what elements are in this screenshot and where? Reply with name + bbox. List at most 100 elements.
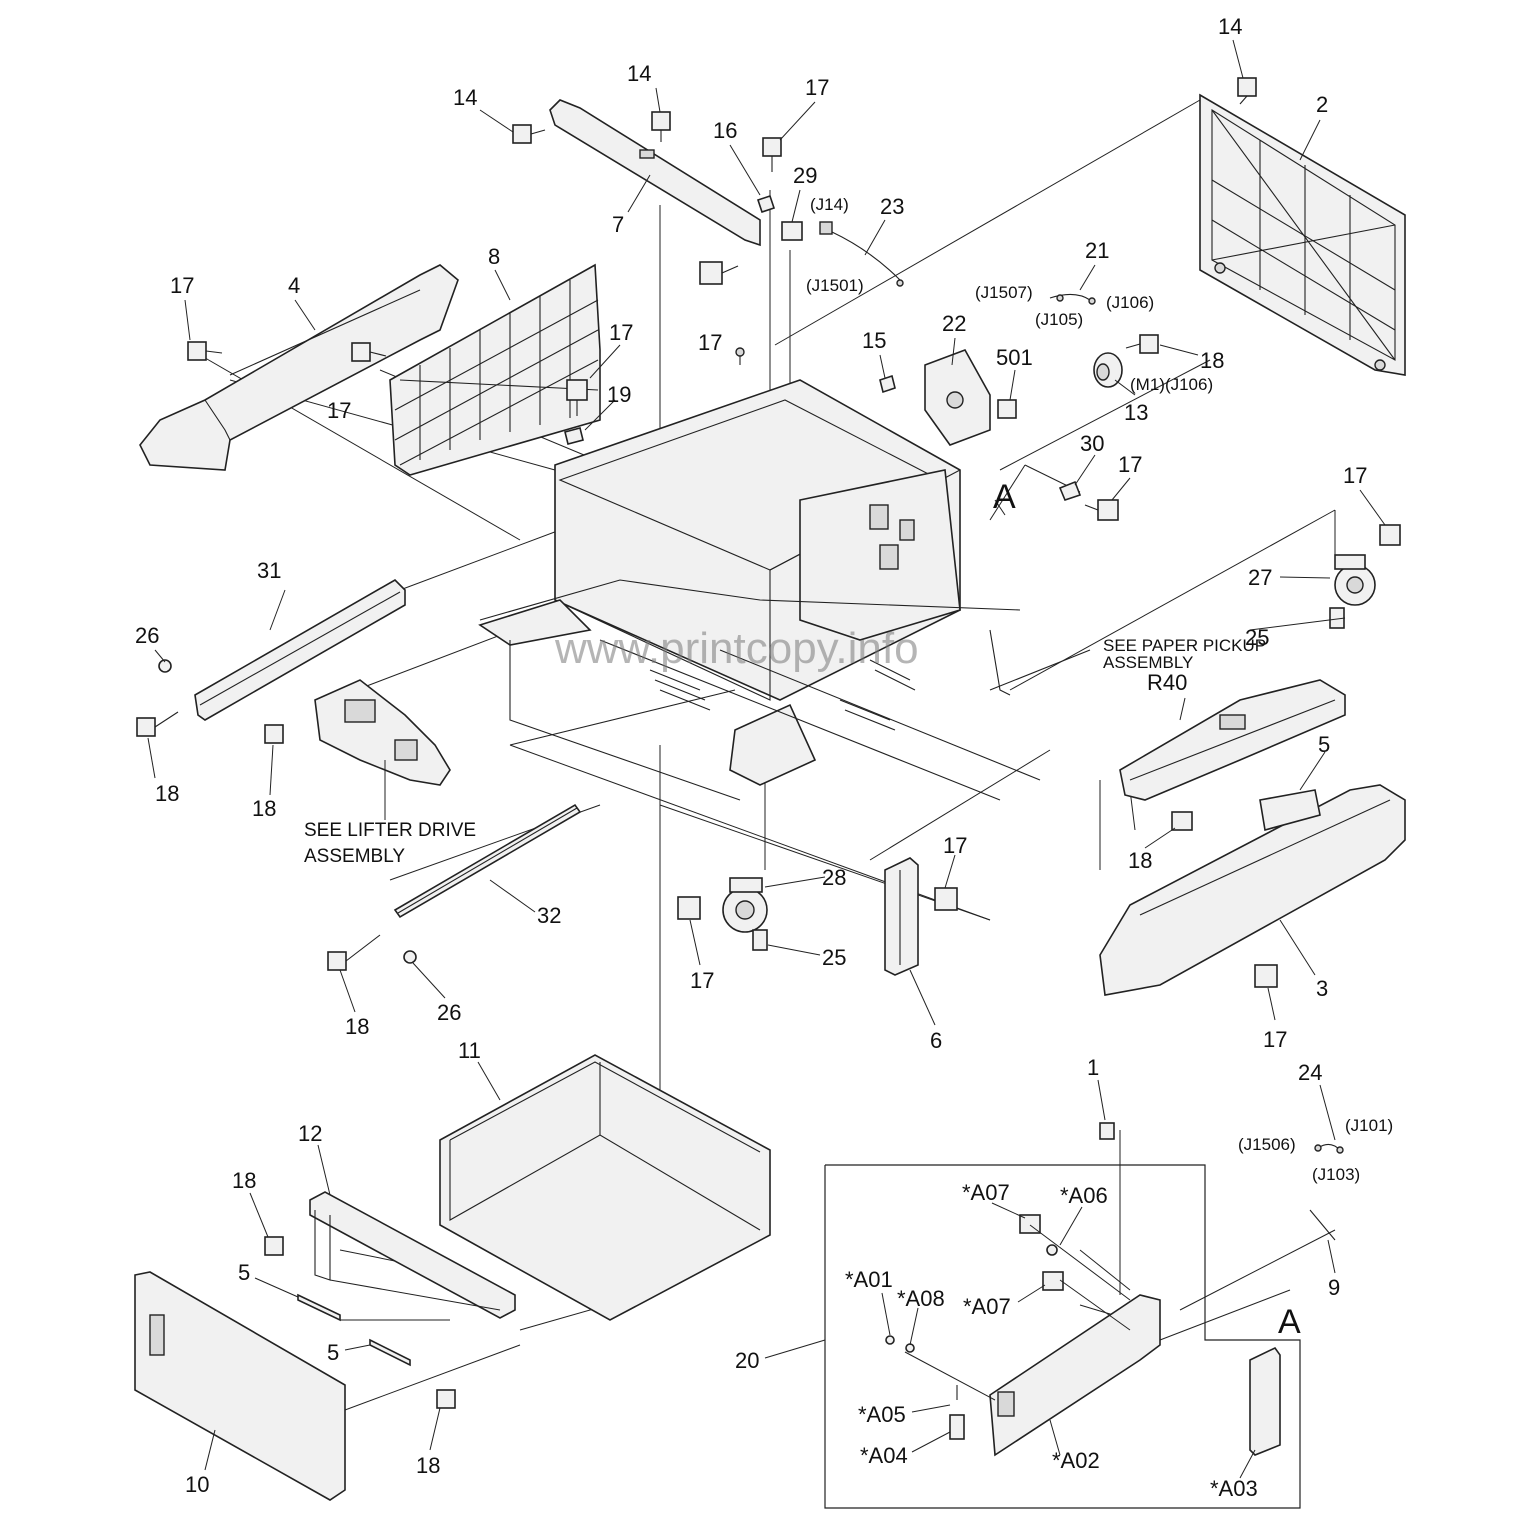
main-frame	[478, 347, 1091, 801]
screw	[158, 659, 172, 673]
callout-17: 17	[1118, 452, 1142, 477]
callout-23: 23	[880, 194, 904, 219]
screw	[136, 711, 179, 737]
screw	[1125, 334, 1159, 354]
callout-A01: *A01	[845, 1267, 893, 1292]
connector-labels: (J14) (J1501) (J1507) (J106) (J105) (M1)…	[806, 195, 1393, 1184]
connector-M1-J106: (M1)(J106)	[1130, 375, 1213, 394]
connector-J1506: (J1506)	[1238, 1135, 1296, 1154]
part-6-bracket	[884, 857, 919, 976]
callout-A08: *A08	[897, 1286, 945, 1311]
screw	[1254, 964, 1278, 988]
callout-17: 17	[943, 833, 967, 858]
callout-10: 10	[185, 1472, 209, 1497]
connector-J101: (J101)	[1345, 1116, 1393, 1135]
callout-17: 17	[698, 330, 722, 355]
screw	[677, 896, 701, 920]
screw	[351, 342, 387, 362]
callout-A06: *A06	[1060, 1183, 1108, 1208]
paper-pickup-assembly	[1119, 679, 1346, 801]
callout-27: 27	[1248, 565, 1272, 590]
connector-J103: (J103)	[1312, 1165, 1360, 1184]
callout-14: 14	[1218, 14, 1242, 39]
part-24-cable	[1314, 1143, 1344, 1154]
part-32-rail	[393, 803, 582, 919]
part-4-left-upper-cover	[139, 264, 459, 471]
callout-13: 13	[1124, 400, 1148, 425]
callout-25: 25	[822, 945, 846, 970]
part-12-tray-frame	[309, 1191, 516, 1319]
connector-J1501: (J1501)	[806, 276, 864, 295]
note-paper-pickup-line2: ASSEMBLY	[1103, 653, 1193, 672]
callout-18: 18	[1200, 348, 1224, 373]
screw	[327, 934, 381, 971]
connector-J106: (J106)	[1106, 293, 1154, 312]
screw	[1042, 1271, 1064, 1291]
part-27-caster	[1334, 554, 1376, 606]
watermark-text: www.printcopy.info	[554, 624, 919, 673]
screw	[566, 379, 588, 416]
note-paper-pickup-line1: SEE PAPER PICKUP	[1103, 636, 1266, 655]
callout-17: 17	[805, 75, 829, 100]
callout-28: 28	[822, 865, 846, 890]
screw	[699, 261, 739, 285]
screw	[264, 724, 284, 744]
callout-A03: *A03	[1210, 1476, 1258, 1501]
part-11-paper-tray	[439, 1054, 771, 1321]
callout-24: 24	[1298, 1060, 1322, 1085]
callout-17: 17	[327, 398, 351, 423]
screw	[651, 111, 671, 142]
callout-31: 31	[257, 558, 281, 583]
callout-17: 17	[1263, 1027, 1287, 1052]
callout-21: 21	[1085, 238, 1109, 263]
part-23-cable	[819, 221, 904, 287]
part-9-spring	[1309, 1209, 1336, 1241]
connector-J14: (J14)	[810, 195, 849, 214]
screw	[436, 1389, 456, 1409]
callout-5: 5	[1318, 732, 1330, 757]
callout-5: 5	[238, 1260, 250, 1285]
callout-14: 14	[453, 85, 477, 110]
screw	[264, 1236, 284, 1256]
callout-5: 5	[327, 1340, 339, 1365]
callout-A: A	[1278, 1303, 1301, 1341]
screw	[403, 950, 417, 964]
callout-A05: *A05	[858, 1402, 906, 1427]
part-10-front-door	[134, 1271, 346, 1501]
callout-16: 16	[713, 118, 737, 143]
frame-hatching	[649, 659, 916, 731]
small-brackets	[564, 194, 1082, 501]
callout-12: 12	[298, 1121, 322, 1146]
callout-32: 32	[537, 903, 561, 928]
screw	[1171, 811, 1193, 831]
connector-J1507: (J1507)	[975, 283, 1033, 302]
part-3-right-cover	[1099, 784, 1406, 996]
callout-18: 18	[252, 796, 276, 821]
screw	[905, 1343, 915, 1353]
callout-30: 30	[1080, 431, 1104, 456]
callout-18: 18	[416, 1453, 440, 1478]
callout-8: 8	[488, 244, 500, 269]
callout-17: 17	[1343, 463, 1367, 488]
callout-A07: *A07	[962, 1180, 1010, 1205]
callout-18: 18	[155, 781, 179, 806]
callout-A07: *A07	[963, 1294, 1011, 1319]
inset-box-part-20	[824, 1164, 1301, 1509]
part-1-sensor	[1099, 1122, 1115, 1140]
part-7-top-bar	[549, 99, 761, 247]
part-29-switch	[781, 221, 803, 241]
connector-J105: (J105)	[1035, 310, 1083, 329]
screw	[752, 929, 768, 951]
screw	[512, 124, 546, 144]
part-2-rear-cover	[1199, 93, 1406, 376]
callout-7: 7	[612, 212, 624, 237]
callout-2: 2	[1316, 92, 1328, 117]
callout-17: 17	[170, 273, 194, 298]
callout-501: 501	[996, 345, 1033, 370]
screw	[997, 399, 1017, 419]
screw	[885, 1335, 895, 1345]
callout-22: 22	[942, 311, 966, 336]
callout-11: 11	[458, 1038, 481, 1063]
screw	[1046, 1244, 1058, 1256]
